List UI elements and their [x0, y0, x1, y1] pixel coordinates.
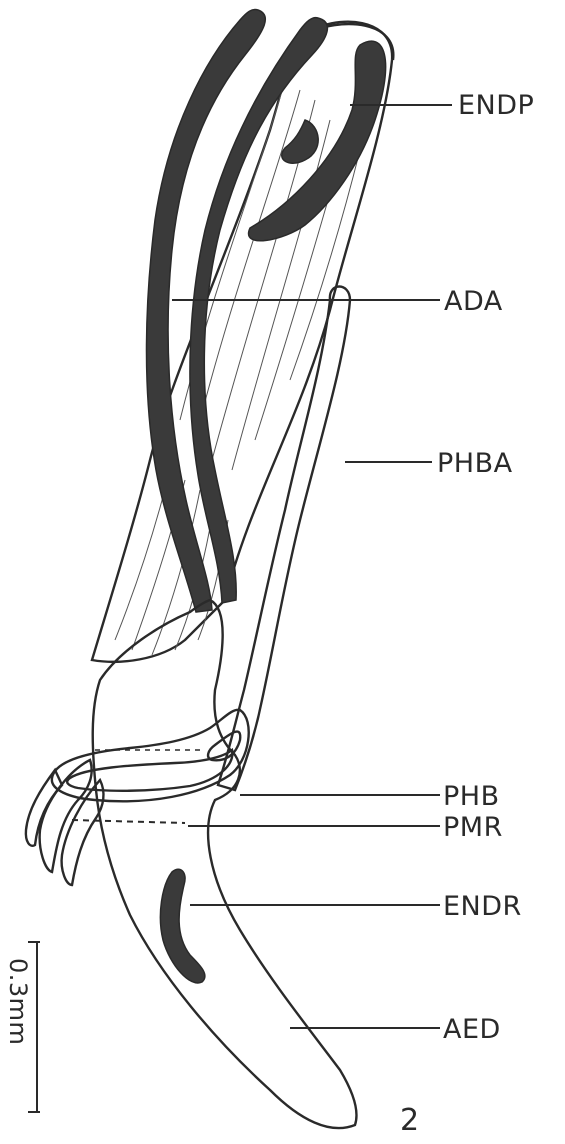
label-phba: PHBA	[437, 448, 513, 479]
scale-bar-label: 0.3mm	[4, 958, 32, 1045]
figure-number: 2	[400, 1103, 420, 1138]
aedeagus-body	[93, 600, 357, 1128]
label-pmr: PMR	[443, 812, 503, 843]
membrane-sheath	[92, 22, 392, 662]
label-endp: ENDP	[458, 90, 534, 121]
phallobase-ring	[52, 710, 249, 801]
label-phb: PHB	[443, 781, 500, 812]
basal-hooks	[26, 760, 104, 885]
label-ada: ADA	[444, 286, 503, 317]
pmr-dashed-line	[72, 820, 185, 823]
endophallic-rod	[160, 869, 204, 983]
phallobase-apodeme	[218, 287, 350, 791]
label-aed: AED	[443, 1014, 501, 1045]
label-endr: ENDR	[443, 891, 522, 922]
labels: ENDP ADA PHBA PHB PMR ENDR AED	[437, 90, 534, 1045]
scale-bar: 0.3mm	[4, 942, 40, 1112]
